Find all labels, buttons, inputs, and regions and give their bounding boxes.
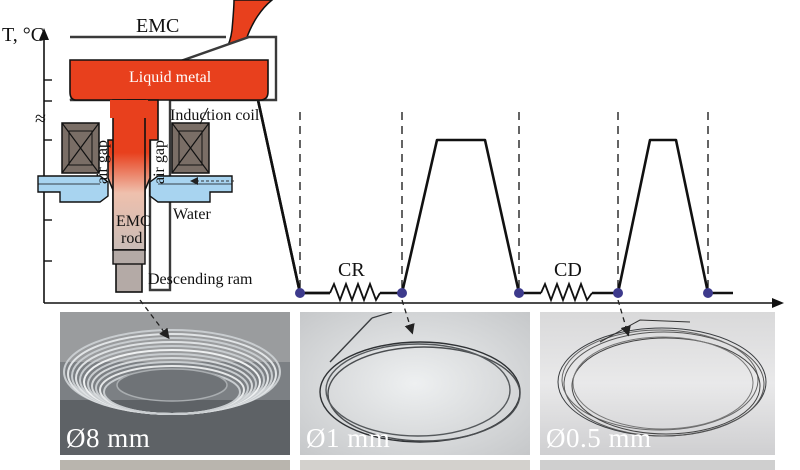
cr-label: CR (338, 259, 365, 281)
y-ticks (44, 79, 52, 262)
photo1-pointer (139, 299, 170, 340)
photo-05mm-wire (540, 299, 775, 455)
axis-break-symbol: ≈ (35, 108, 46, 130)
right-induction-coil (171, 122, 210, 174)
air-gap-right-label: air gap (151, 140, 168, 184)
node-1 (295, 288, 305, 298)
photo-3-caption: Ø0.5 mm (546, 423, 652, 453)
left-water-jacket (37, 175, 109, 203)
induction-coil-label: Induction coil (170, 107, 260, 124)
left-induction-coil (61, 122, 100, 174)
emc-rod-cap (110, 100, 148, 118)
x-axis-arrow (772, 298, 784, 308)
emc-rod-label-line1: EMC (116, 213, 151, 230)
profile-path (256, 99, 733, 295)
photo2-pointer (401, 299, 415, 335)
temperature-profile: CR CD (256, 99, 733, 303)
node-2 (397, 288, 407, 298)
emc-rod-body (112, 99, 146, 251)
photo-1-caption: Ø8 mm (66, 423, 151, 453)
y-axis-label: T, °C (2, 24, 44, 46)
photo3-pointer (617, 299, 631, 337)
air-gap-left-label: air gap (94, 140, 111, 184)
y-axis-arrow (39, 28, 49, 40)
cd-spring (540, 281, 593, 303)
wire-loop-1mm (319, 341, 521, 443)
induction-coil-leader (199, 107, 209, 125)
cd-label: CD (554, 259, 582, 281)
node-5 (703, 288, 713, 298)
photo-2-caption: Ø1 mm (306, 423, 391, 453)
photo-1mm-wire (300, 299, 530, 455)
stage-nodes (295, 288, 713, 298)
node-4 (613, 288, 623, 298)
emc-rod-label-line2: rod (121, 230, 142, 247)
descending-ram-label: Descending ram (148, 271, 253, 288)
water-label: Water (173, 206, 211, 223)
emc-apparatus: EMC Liquid metal Induction coil Water (37, 0, 278, 293)
stage-dividers (299, 112, 709, 288)
liquid-metal-label: Liquid metal (129, 69, 212, 86)
wire-loop-05mm (557, 327, 767, 437)
photo-8mm-coil (60, 299, 290, 455)
next-row-photos-strip (60, 460, 775, 470)
ram-collar (112, 249, 146, 265)
node-3 (514, 288, 524, 298)
emc-label: EMC (136, 15, 179, 37)
cr-spring (329, 281, 381, 303)
